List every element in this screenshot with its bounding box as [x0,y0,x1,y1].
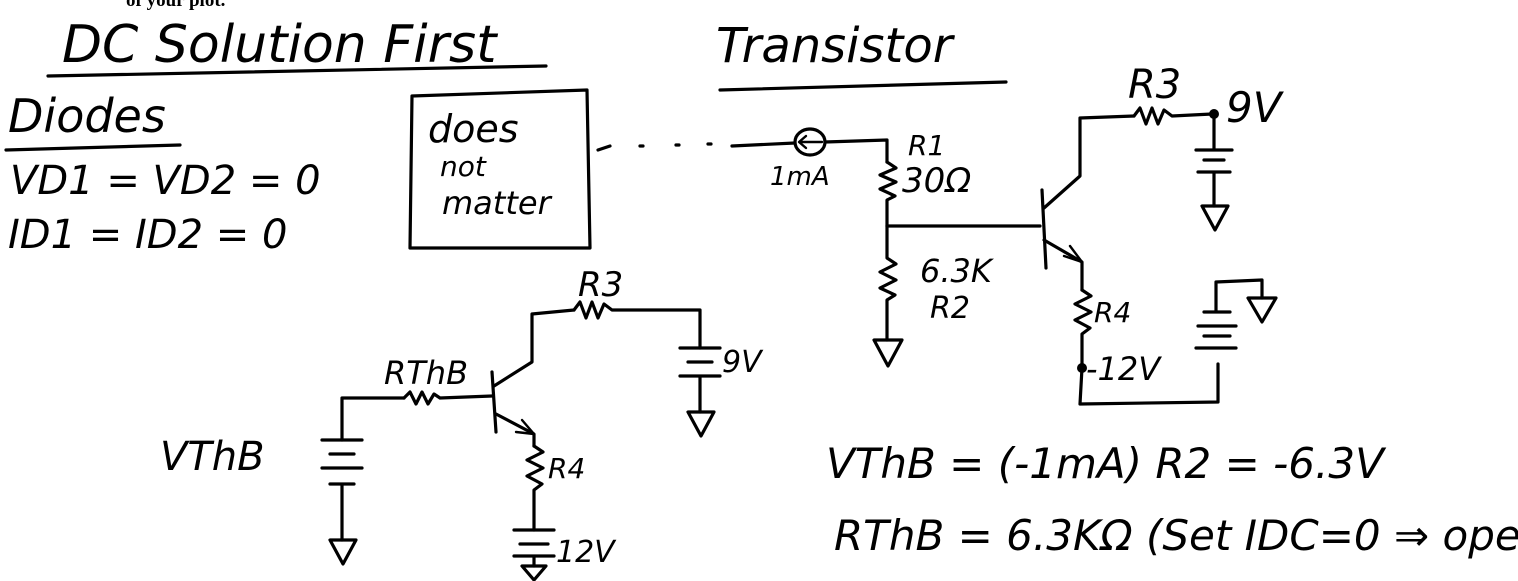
r4-resistor-2 [525,444,545,532]
ground-bottom-battery [1246,296,1278,324]
transistor-circuit: 1mA R1 30Ω 6.3K R2 R3 9V R4 -12V [730,62,1285,406]
ground-top-battery [1200,204,1230,232]
supply-bottom-label: -12V [1086,350,1162,388]
diode-voltage-note: VD1 = VD2 = 0 [10,158,321,204]
ground-9v-2 [686,410,716,438]
heading-diodes-underline [4,143,182,152]
does-not-matter-box [408,88,592,250]
wire-vth-top [340,396,406,442]
r3-resistor-2 [572,300,702,350]
thevenin-circuit: VThB RThB R3 9V R4 12V [160,265,764,581]
battery-top [1194,112,1234,208]
r1-resistor [878,160,898,228]
r2-value: 6.3K [920,252,995,290]
rth-label: RThB [384,354,468,392]
ground-12v-2 [520,564,548,581]
r3-name-2: R3 [578,265,623,305]
supply-bottom-label-2: 12V [556,535,617,570]
supply-top-label: 9V [1226,83,1285,132]
heading-transistor-underline [718,80,1008,92]
current-source-arrow [797,134,824,150]
rth-resistor [402,390,494,406]
wire-bottom-loop [1078,362,1220,406]
battery-bottom [1194,278,1264,350]
equation-vth: VThB = (-1mA) R2 = -6.3V [826,439,1387,488]
diode-current-note: ID1 = ID2 = 0 [8,212,287,258]
battery-12v-2 [512,528,556,568]
r2-resistor [878,224,898,342]
wire-source-left [730,141,797,148]
ground-r2 [872,338,904,368]
heading-transistor: Transistor [716,18,956,74]
r1-value: 30Ω [902,161,971,201]
box-note-line3: matter [442,184,553,222]
bjt2-emitter [494,412,536,448]
vth-label: VThB [160,434,265,480]
box-note-line2: not [440,150,487,183]
r2-name: R2 [930,291,970,326]
wire-source-right [823,138,889,164]
source-label: 1mA [770,162,830,192]
r3-resistor [1132,106,1214,126]
bjt2-base-bar [490,370,498,434]
battery-9v-2 [678,346,722,414]
heading-dc-solution: DC Solution First [62,15,498,75]
bjt-emitter [1042,238,1084,292]
ground-vth [328,538,358,566]
r3-name: R3 [1128,62,1181,108]
r4-name-2: R4 [548,452,585,485]
bjt-base-bar [1040,188,1048,270]
equation-rth: RThB = 6.3KΩ (Set IDC=0 ⇒ open) [834,511,1518,560]
box-note-line1: does [428,107,519,151]
dotted-connector [596,142,713,152]
top-fragment-text: of your plot. [126,0,225,11]
bjt-collector [1042,114,1136,210]
r1-name: R1 [908,129,945,162]
heading-dc-underline [46,64,548,78]
bjt2-emitter-arrow [514,418,536,436]
bjt-emitter-arrow [1062,244,1084,264]
supply-top-label-2: 9V [722,345,764,380]
r4-resistor [1073,288,1093,368]
vth-battery [320,438,364,542]
r4-name: R4 [1094,296,1131,329]
heading-diodes: Diodes [8,89,166,143]
bjt2-collector [492,308,576,388]
